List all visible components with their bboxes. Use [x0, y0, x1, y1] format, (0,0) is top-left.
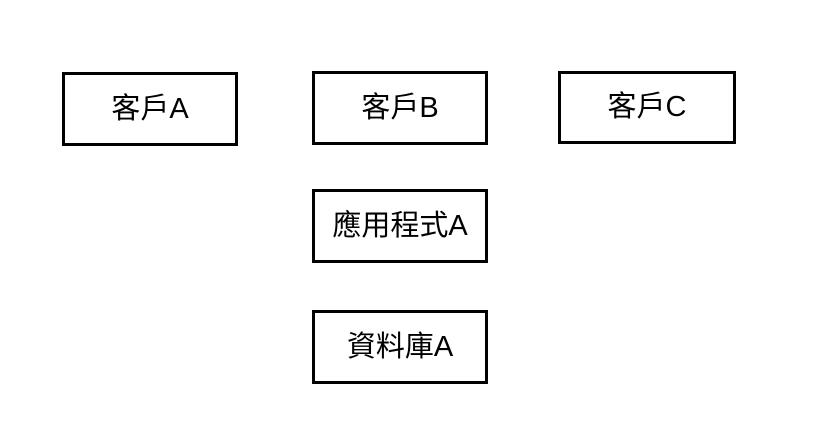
node-client-a-label: 客戶A: [111, 92, 189, 125]
node-app-a-label: 應用程式A: [332, 209, 468, 242]
node-client-b-label: 客戶B: [361, 91, 439, 124]
node-client-c-label: 客戶C: [607, 91, 687, 123]
node-client-c: 客戶C: [558, 71, 736, 144]
node-client-a: 客戶A: [62, 72, 238, 146]
node-client-b: 客戶B: [312, 71, 488, 145]
node-db-a: 資料庫A: [312, 310, 488, 384]
node-app-a: 應用程式A: [312, 189, 488, 263]
node-db-a-label: 資料庫A: [346, 330, 454, 363]
